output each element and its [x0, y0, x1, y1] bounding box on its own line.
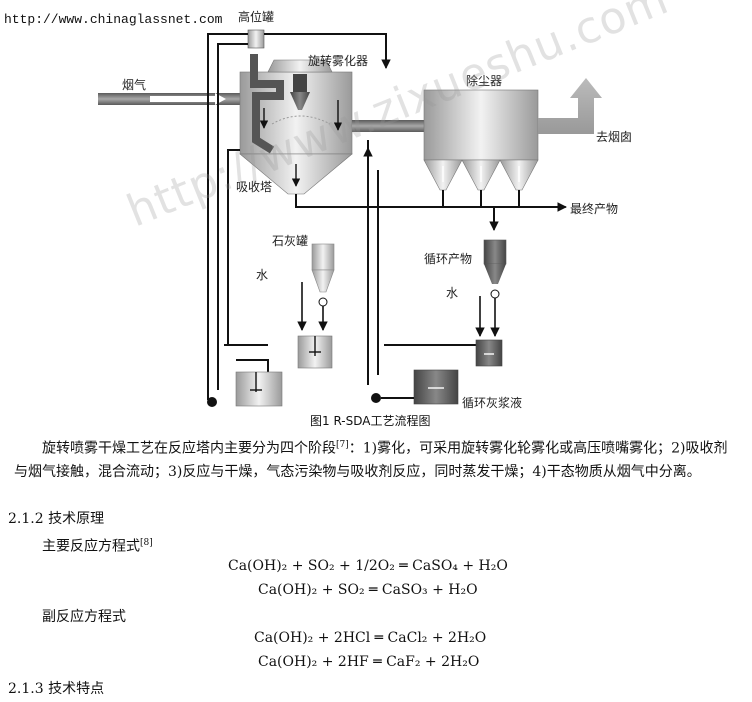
- label-dust-collector: 除尘器: [466, 74, 503, 88]
- label-water-1: 水: [256, 268, 269, 282]
- equation-4: Ca(OH)₂ + 2HF ═ CaF₂ + 2H₂O: [258, 654, 480, 670]
- equation-3: Ca(OH)₂ + 2HCl ═ CaCl₂ + 2H₂O: [254, 630, 487, 646]
- source-url: http://www.chinaglassnet.com: [4, 12, 223, 27]
- paragraph-stages: 旋转喷雾干燥工艺在反应塔内主要分为四个阶段[7]：1)雾化，可采用旋转雾化轮雾化…: [14, 440, 728, 480]
- lime-mix-tank: [297, 335, 333, 369]
- dust-collector: [423, 89, 539, 191]
- chimney-arrow: [538, 78, 602, 134]
- absorption-tower: [239, 54, 353, 195]
- flue-gas-inlet-duct: [98, 93, 248, 105]
- label-water-2: 水: [446, 286, 459, 300]
- pipelines: [207, 33, 560, 400]
- outlet-duct: [352, 120, 426, 132]
- label-lime-tank: 石灰罐: [272, 234, 309, 248]
- recycled-mix-tank: [475, 339, 503, 367]
- lime-tank: [297, 243, 335, 331]
- side-reaction-heading: 副反应方程式: [42, 609, 126, 625]
- label-recycled-product: 循环产物: [424, 252, 473, 266]
- label-final-product: 最终产物: [570, 202, 619, 216]
- section-2-1-2: 2.1.2 技术原理: [8, 511, 105, 527]
- equation-2: Ca(OH)₂ + SO₂ ═ CaSO₃ + H₂O: [258, 582, 478, 598]
- equation-1: Ca(OH)₂ + SO₂ + 1/2O₂ ═ CaSO₄ + H₂O: [228, 558, 508, 574]
- recycled-slurry-tank: [371, 369, 459, 405]
- label-to-chimney: 去烟囱: [596, 130, 633, 144]
- label-high-tank: 高位罐: [238, 10, 275, 24]
- label-absorption-tower: 吸收塔: [236, 180, 273, 194]
- high-tank: [247, 29, 265, 49]
- label-flue-gas: 烟气: [122, 78, 147, 92]
- main-reaction-heading: 主要反应方程式[8]: [42, 538, 153, 555]
- label-recycled-slurry: 循环灰浆液: [462, 396, 523, 410]
- process-flow-diagram: [98, 29, 602, 407]
- absorbent-tank: [207, 371, 283, 407]
- section-2-1-3: 2.1.3 技术特点: [8, 681, 105, 697]
- figure-caption: 图1 R-SDA工艺流程图: [310, 414, 431, 428]
- label-rotary-atomizer: 旋转雾化器: [308, 54, 369, 68]
- recycled-product-hopper: [475, 239, 507, 337]
